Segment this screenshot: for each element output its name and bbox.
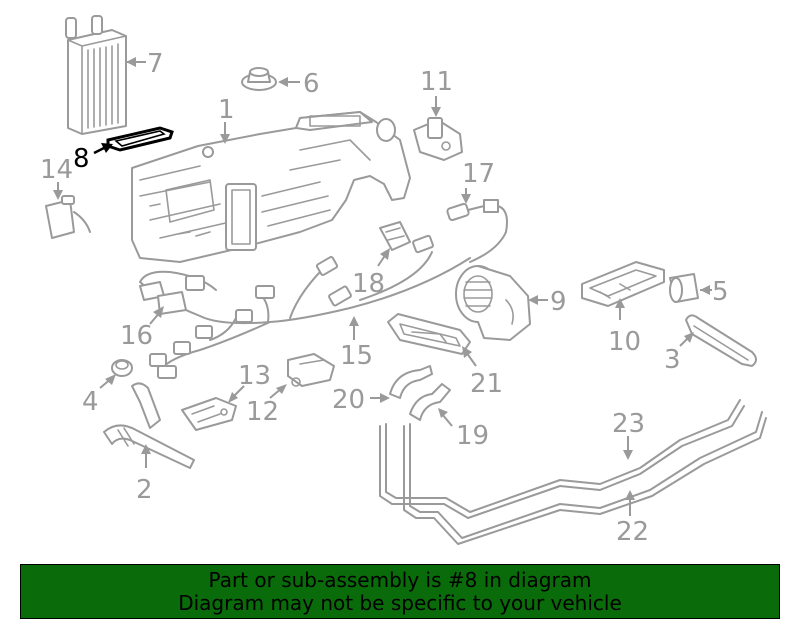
part-7-heater-core xyxy=(65,15,127,135)
callout-16: 16 xyxy=(120,321,153,351)
part-4-grommet xyxy=(111,359,133,377)
callout-6: 6 xyxy=(303,69,320,99)
callout-19: 19 xyxy=(456,421,489,451)
callout-9: 9 xyxy=(550,287,567,317)
callout-5: 5 xyxy=(712,277,729,307)
part-16-connectors xyxy=(139,281,191,379)
banner-line-1: Part or sub-assembly is #8 in diagram xyxy=(208,567,592,592)
callout-23: 23 xyxy=(612,409,645,439)
part-6-cap xyxy=(241,67,277,91)
callout-18: 18 xyxy=(352,269,385,299)
callout-12: 12 xyxy=(246,397,279,427)
part-12-actuator xyxy=(287,353,335,387)
part-9-blower-motor xyxy=(455,265,531,341)
part-22-line xyxy=(403,411,767,545)
callout-1: 1 xyxy=(218,95,235,125)
callout-8: 8 xyxy=(73,144,90,174)
callout-15: 15 xyxy=(340,341,373,371)
part-8-seal xyxy=(106,126,174,152)
banner-line-2: Diagram may not be specific to your vehi… xyxy=(178,590,622,615)
part-17-sensor xyxy=(446,199,508,263)
callout-3: 3 xyxy=(664,345,681,375)
callout-4: 4 xyxy=(82,387,99,417)
part-2-hose xyxy=(103,382,195,469)
callout-21: 21 xyxy=(470,369,503,399)
part-21-housing xyxy=(387,313,471,355)
callout-10: 10 xyxy=(608,327,641,357)
callout-22: 22 xyxy=(616,517,649,547)
part-23-line xyxy=(379,399,745,519)
callout-14: 14 xyxy=(40,155,73,185)
part-3-hose xyxy=(685,314,757,367)
callout-11: 11 xyxy=(420,67,453,97)
info-banner: Part or sub-assembly is #8 in diagram Di… xyxy=(20,564,780,619)
part-20-hose xyxy=(389,365,433,399)
part-1-hvac-case xyxy=(131,111,411,263)
callout-7: 7 xyxy=(147,49,164,79)
part-5-plug xyxy=(669,273,699,303)
part-10-tray xyxy=(581,261,665,307)
callout-17: 17 xyxy=(462,159,495,189)
callout-13: 13 xyxy=(238,361,271,391)
callout-20: 20 xyxy=(332,385,365,415)
part-15-wiring-harness xyxy=(139,234,471,379)
callout-2: 2 xyxy=(136,475,153,505)
part-19-hose xyxy=(409,383,451,421)
part-14-sensor xyxy=(45,195,91,239)
part-11-actuator xyxy=(413,117,463,161)
part-13-bracket xyxy=(181,397,237,431)
part-18-connector xyxy=(379,221,411,251)
parts-diagram: 7 6 1 8 11 xyxy=(40,15,767,547)
